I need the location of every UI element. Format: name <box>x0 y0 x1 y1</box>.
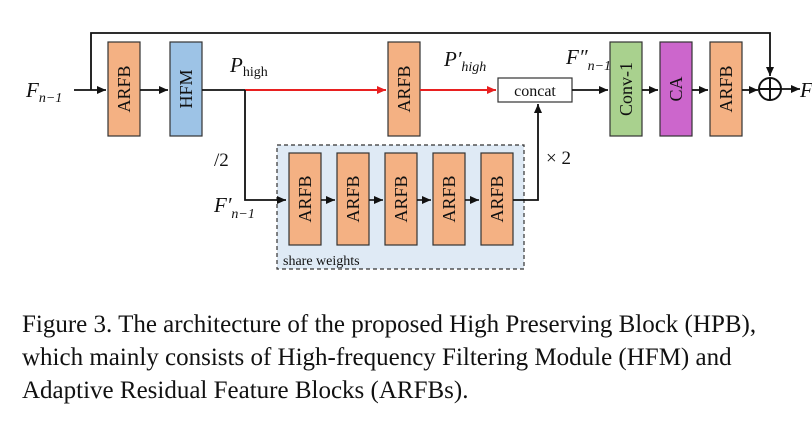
downsample-label: /2 <box>214 150 229 171</box>
f-prime-label: F′n−1 <box>213 193 255 222</box>
p-high-prime-label: P′high <box>443 47 486 75</box>
arfb-block-1 <box>107 41 141 137</box>
upsample-return <box>513 104 542 201</box>
p-high-label: Phigh <box>229 53 268 80</box>
shared-arfb-5 <box>480 152 514 246</box>
conv1-block <box>609 41 643 137</box>
shared-arfb-3-label: ARFB <box>391 175 411 222</box>
shared-arfb-2-label: ARFB <box>343 175 363 222</box>
shared-arfb-1-label: ARFB <box>295 175 315 222</box>
ca-block <box>659 41 693 137</box>
shared-arfb-2 <box>336 152 370 246</box>
share-weights-label: share weights <box>283 254 360 269</box>
ca-block-label: CA <box>666 76 686 101</box>
hpb-architecture-diagram: share weights ARFB HFM ARFB concat Conv-… <box>25 32 812 270</box>
arfb-block-high-label: ARFB <box>394 65 414 112</box>
repeat-label: × 2 <box>546 148 571 169</box>
figure-caption: Figure 3. The architecture of the propos… <box>22 311 757 404</box>
shared-arfb-5-label: ARFB <box>487 175 507 222</box>
downsample-branch <box>244 90 286 204</box>
conv1-block-label: Conv-1 <box>616 62 636 116</box>
input-label: Fn−1 <box>25 78 62 106</box>
hfm-block <box>169 41 203 137</box>
shared-arfb-1 <box>288 152 322 246</box>
shared-arfb-3 <box>384 152 418 246</box>
arfb-block-1-label: ARFB <box>114 65 134 112</box>
arfb-block-final <box>709 41 743 137</box>
elementwise-add-icon <box>758 77 782 101</box>
concat-block-label: concat <box>514 83 556 100</box>
output-label: F <box>799 78 812 102</box>
shared-arfb-4 <box>432 152 466 246</box>
hfm-block-label: HFM <box>176 69 196 108</box>
f-double-prime-label: F″n−1 <box>565 45 611 74</box>
shared-arfb-4-label: ARFB <box>439 175 459 222</box>
arfb-block-high <box>387 41 421 137</box>
arfb-block-final-label: ARFB <box>716 65 736 112</box>
skip-connection <box>90 32 774 90</box>
